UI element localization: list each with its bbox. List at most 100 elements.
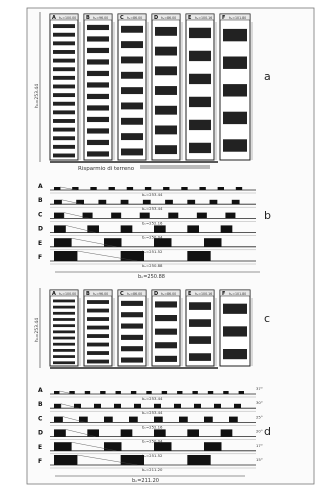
row-dim-label-d-3: bₒ=250.04 <box>142 439 163 444</box>
facade-header-a-1 <box>83 13 113 21</box>
facade-height-label-a-3: hₒ=86.00 <box>161 16 176 20</box>
floor-band-c-1-0 <box>87 300 109 304</box>
floor-band-a-0-9 <box>53 101 75 106</box>
floor-band-c-1-2 <box>87 317 109 321</box>
facade-height-label-a-4: hₒ=100.16 <box>195 16 212 20</box>
row-dim-label-b-0: bₒ=253.44 <box>142 192 163 197</box>
facade-height-label-a-0: hₒ=100.00 <box>59 16 76 20</box>
row-letter-b-4: E <box>38 240 42 247</box>
floor-band-a-4-0 <box>189 27 211 39</box>
row-dim-label-d-1: bₒ=253.44 <box>142 410 163 415</box>
dimension-label-height-a: hₒ=253.44 <box>34 84 40 108</box>
row-block-d-0-2 <box>84 391 91 394</box>
floor-band-a-2-2 <box>121 56 143 64</box>
floor-band-c-3-4 <box>155 355 177 362</box>
shadow-triangle-d-4 <box>71 441 117 451</box>
row-block-d-2-3 <box>129 416 138 423</box>
floor-band-c-0-9 <box>53 355 75 358</box>
row-block-d-2-2 <box>104 416 113 423</box>
dimension-label-height-c: hₒ=253.44 <box>34 318 40 342</box>
row-group-d: Abₒ=253.4437°Bbₒ=253.4430°Cbₒ=252.1625°D… <box>38 386 263 472</box>
floor-band-a-0-14 <box>53 144 75 149</box>
row-block-d-0-9 <box>192 391 198 394</box>
shadow-triangle-b-4 <box>71 237 117 247</box>
shadow-triangle-d-1 <box>60 403 80 409</box>
facade-height-label-c-2: hₒ=86.00 <box>127 292 142 296</box>
row-block-d-0-8 <box>177 391 183 394</box>
floor-band-a-3-3 <box>155 86 177 95</box>
row-block-b-4-2 <box>154 238 172 247</box>
row-block-b-1-8 <box>231 199 240 205</box>
floor-band-c-2-4 <box>121 346 143 352</box>
facade-outline-a-4 <box>185 13 215 161</box>
row-block-d-1-5 <box>154 403 161 409</box>
row-block-d-1-7 <box>194 403 201 409</box>
floor-band-a-2-4 <box>121 87 143 95</box>
caption-land-saving: Risparmio di terreno <box>78 166 135 172</box>
row-block-b-1-1 <box>76 199 84 205</box>
floor-band-a-1-5 <box>87 82 109 88</box>
floor-band-c-3-0 <box>155 301 177 308</box>
row-block-d-3-3 <box>154 429 166 437</box>
floor-band-c-0-5 <box>53 330 75 334</box>
floor-band-a-0-6 <box>53 75 75 80</box>
row-block-b-1-0 <box>54 199 62 205</box>
floor-band-c-5-2 <box>223 349 247 360</box>
floor-band-a-1-11 <box>87 151 109 157</box>
facade-letter-a-2: C <box>120 15 124 21</box>
facade-height-label-c-4: hₒ=100.16 <box>195 292 212 296</box>
floor-band-a-4-2 <box>189 73 211 85</box>
floor-band-c-4-1 <box>189 319 211 327</box>
floor-band-c-3-1 <box>155 315 177 322</box>
facade-height-label-c-3: hₒ=86.00 <box>161 292 176 296</box>
floor-band-a-5-3 <box>223 111 247 125</box>
row-block-d-0-10 <box>207 391 214 394</box>
row-letter-b-0: A <box>38 183 43 190</box>
floor-band-c-0-7 <box>53 342 75 346</box>
facade-letter-c-4: E <box>188 291 192 297</box>
row-dim-label-d-2: bₒ=252.16 <box>142 424 163 429</box>
row-block-d-4-1 <box>104 442 122 451</box>
floor-band-c-3-3 <box>155 342 177 349</box>
row-block-b-0-1 <box>72 187 79 190</box>
row-block-b-5-2 <box>187 251 211 261</box>
facade-letter-a-1: B <box>86 15 90 21</box>
row-block-b-0-0 <box>54 187 61 190</box>
row-block-b-0-8 <box>199 187 206 190</box>
facade-header-c-1 <box>83 289 113 297</box>
floor-band-a-0-12 <box>53 127 75 132</box>
floor-band-a-2-5 <box>121 102 143 110</box>
row-block-d-1-2 <box>94 403 101 409</box>
row-block-d-2-7 <box>229 416 238 423</box>
floor-band-c-1-1 <box>87 308 109 313</box>
facade-header-a-4 <box>185 13 215 21</box>
facade-height-label-c-5: hₒ=101.80 <box>229 292 246 296</box>
row-block-b-2-2 <box>111 212 122 219</box>
floor-band-a-2-3 <box>121 71 143 79</box>
shadow-triangle-d-5 <box>77 454 138 466</box>
facade-height-label-a-5: hₒ=101.80 <box>229 16 246 20</box>
floor-band-a-4-5 <box>189 142 211 154</box>
floor-band-a-4-4 <box>189 119 211 131</box>
row-block-d-3-1 <box>87 429 99 437</box>
row-angle-label-d-5: 15° <box>256 457 263 462</box>
floor-band-a-1-9 <box>87 128 109 134</box>
row-angle-label-d-2: 25° <box>256 414 263 419</box>
floor-band-c-0-8 <box>53 349 75 352</box>
facade-height-label-a-2: hₒ=86.00 <box>127 16 142 20</box>
shadow-triangle-b-1 <box>61 199 82 205</box>
floor-band-c-2-3 <box>121 334 143 340</box>
row-block-b-0-6 <box>163 187 170 190</box>
facade-header-c-3 <box>151 289 181 297</box>
row-block-d-5-1 <box>120 455 144 465</box>
floor-band-c-4-3 <box>189 353 211 361</box>
row-block-b-2-3 <box>139 212 150 219</box>
row-block-d-3-5 <box>220 429 233 437</box>
row-letter-d-2: C <box>38 415 43 422</box>
row-dim-label-b-4: bₒ=251.52 <box>142 249 163 254</box>
floor-band-c-0-0 <box>53 299 75 303</box>
row-letter-d-5: F <box>38 458 42 465</box>
row-block-b-5-1 <box>120 251 144 261</box>
